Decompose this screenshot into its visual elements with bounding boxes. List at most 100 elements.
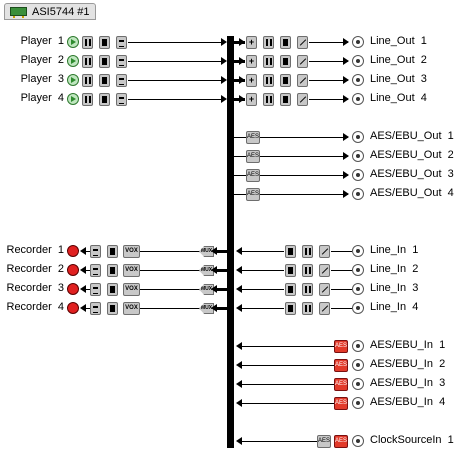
meter-icon[interactable]: [280, 74, 291, 87]
port-icon[interactable]: [352, 93, 364, 105]
add-icon[interactable]: +: [246, 93, 257, 106]
aes-in-label-2[interactable]: AES/EBU_In 2: [370, 358, 445, 370]
level-icon[interactable]: [319, 245, 330, 258]
adapter-tab[interactable]: ASI5744 #1: [4, 3, 96, 20]
port-icon[interactable]: [352, 36, 364, 48]
aes-in-label-4[interactable]: AES/EBU_In 4: [370, 396, 445, 408]
port-icon[interactable]: [352, 378, 364, 390]
recorder-label-1[interactable]: Recorder 1: [7, 244, 65, 256]
level-icon[interactable]: [297, 74, 308, 87]
meter-icon[interactable]: [99, 55, 110, 68]
volume-icon[interactable]: [263, 74, 274, 87]
play-icon[interactable]: [67, 93, 79, 105]
line-in-label-2[interactable]: Line_In 2: [370, 263, 418, 275]
port-icon[interactable]: [352, 435, 364, 447]
level-icon[interactable]: [319, 302, 330, 315]
record-icon[interactable]: [67, 245, 79, 257]
recorder-label-2[interactable]: Recorder 2: [7, 263, 65, 275]
recorder-label-3[interactable]: Recorder 3: [7, 282, 65, 294]
aes-out-block[interactable]: AES: [246, 188, 260, 201]
port-icon[interactable]: [352, 264, 364, 276]
add-icon[interactable]: +: [246, 74, 257, 87]
recorder-label-4[interactable]: Recorder 4: [7, 301, 65, 313]
volume-icon[interactable]: [82, 36, 93, 49]
meter-icon[interactable]: [107, 302, 118, 315]
port-icon[interactable]: [352, 283, 364, 295]
line-in-label-4[interactable]: Line_In 4: [370, 301, 418, 313]
line-in-label-1[interactable]: Line_In 1: [370, 244, 418, 256]
volume-icon[interactable]: [82, 93, 93, 106]
meter-icon[interactable]: [285, 283, 296, 296]
clock-source-label[interactable]: ClockSourceIn 1: [370, 434, 454, 446]
meter-icon[interactable]: [280, 36, 291, 49]
meter-icon[interactable]: [99, 74, 110, 87]
meter-icon[interactable]: [285, 245, 296, 258]
port-icon[interactable]: [352, 245, 364, 257]
clock-aes-block[interactable]: AES: [317, 435, 331, 448]
aes-in-block[interactable]: AES: [334, 397, 348, 410]
volume-icon[interactable]: [263, 55, 274, 68]
mode-icon[interactable]: [90, 245, 101, 258]
record-icon[interactable]: [67, 302, 79, 314]
add-icon[interactable]: +: [246, 55, 257, 68]
aes-out-block[interactable]: AES: [246, 169, 260, 182]
line-out-label-4[interactable]: Line_Out 4: [370, 92, 427, 104]
aes-out-block[interactable]: AES: [246, 150, 260, 163]
add-icon[interactable]: +: [246, 36, 257, 49]
volume-icon[interactable]: [302, 245, 313, 258]
meter-icon[interactable]: [285, 302, 296, 315]
aes-out-label-2[interactable]: AES/EBU_Out 2: [370, 149, 454, 161]
port-icon[interactable]: [352, 340, 364, 352]
mode-icon[interactable]: [116, 93, 127, 106]
line-out-label-1[interactable]: Line_Out 1: [370, 35, 427, 47]
player-label-1[interactable]: Player 1: [21, 35, 64, 47]
meter-icon[interactable]: [99, 93, 110, 106]
record-icon[interactable]: [67, 283, 79, 295]
volume-icon[interactable]: [302, 264, 313, 277]
mode-icon[interactable]: [116, 74, 127, 87]
aes-out-label-1[interactable]: AES/EBU_Out 1: [370, 130, 454, 142]
meter-icon[interactable]: [280, 93, 291, 106]
aes-out-block[interactable]: AES: [246, 131, 260, 144]
volume-icon[interactable]: [82, 55, 93, 68]
volume-icon[interactable]: [263, 36, 274, 49]
aes-out-label-4[interactable]: AES/EBU_Out 4: [370, 187, 454, 199]
vox-block[interactable]: VOX: [123, 245, 140, 258]
mode-icon[interactable]: [116, 36, 127, 49]
player-label-2[interactable]: Player 2: [21, 54, 64, 66]
volume-icon[interactable]: [263, 93, 274, 106]
mode-icon[interactable]: [116, 55, 127, 68]
player-label-4[interactable]: Player 4: [21, 92, 64, 104]
vox-block[interactable]: VOX: [123, 302, 140, 315]
clock-aes-in-block[interactable]: AES: [334, 435, 348, 448]
level-icon[interactable]: [319, 264, 330, 277]
port-icon[interactable]: [352, 74, 364, 86]
port-icon[interactable]: [352, 169, 364, 181]
level-icon[interactable]: [297, 55, 308, 68]
aes-out-label-3[interactable]: AES/EBU_Out 3: [370, 168, 454, 180]
play-icon[interactable]: [67, 74, 79, 86]
vox-block[interactable]: VOX: [123, 264, 140, 277]
meter-icon[interactable]: [107, 283, 118, 296]
record-icon[interactable]: [67, 264, 79, 276]
volume-icon[interactable]: [302, 283, 313, 296]
port-icon[interactable]: [352, 359, 364, 371]
aes-in-label-1[interactable]: AES/EBU_In 1: [370, 339, 445, 351]
line-in-label-3[interactable]: Line_In 3: [370, 282, 418, 294]
mode-icon[interactable]: [90, 302, 101, 315]
meter-icon[interactable]: [280, 55, 291, 68]
aes-in-block[interactable]: AES: [334, 340, 348, 353]
port-icon[interactable]: [352, 188, 364, 200]
aes-in-block[interactable]: AES: [334, 359, 348, 372]
meter-icon[interactable]: [99, 36, 110, 49]
level-icon[interactable]: [319, 283, 330, 296]
level-icon[interactable]: [297, 36, 308, 49]
vox-block[interactable]: VOX: [123, 283, 140, 296]
line-out-label-2[interactable]: Line_Out 2: [370, 54, 427, 66]
level-icon[interactable]: [297, 93, 308, 106]
mode-icon[interactable]: [90, 283, 101, 296]
volume-icon[interactable]: [302, 302, 313, 315]
aes-in-block[interactable]: AES: [334, 378, 348, 391]
port-icon[interactable]: [352, 55, 364, 67]
volume-icon[interactable]: [82, 74, 93, 87]
